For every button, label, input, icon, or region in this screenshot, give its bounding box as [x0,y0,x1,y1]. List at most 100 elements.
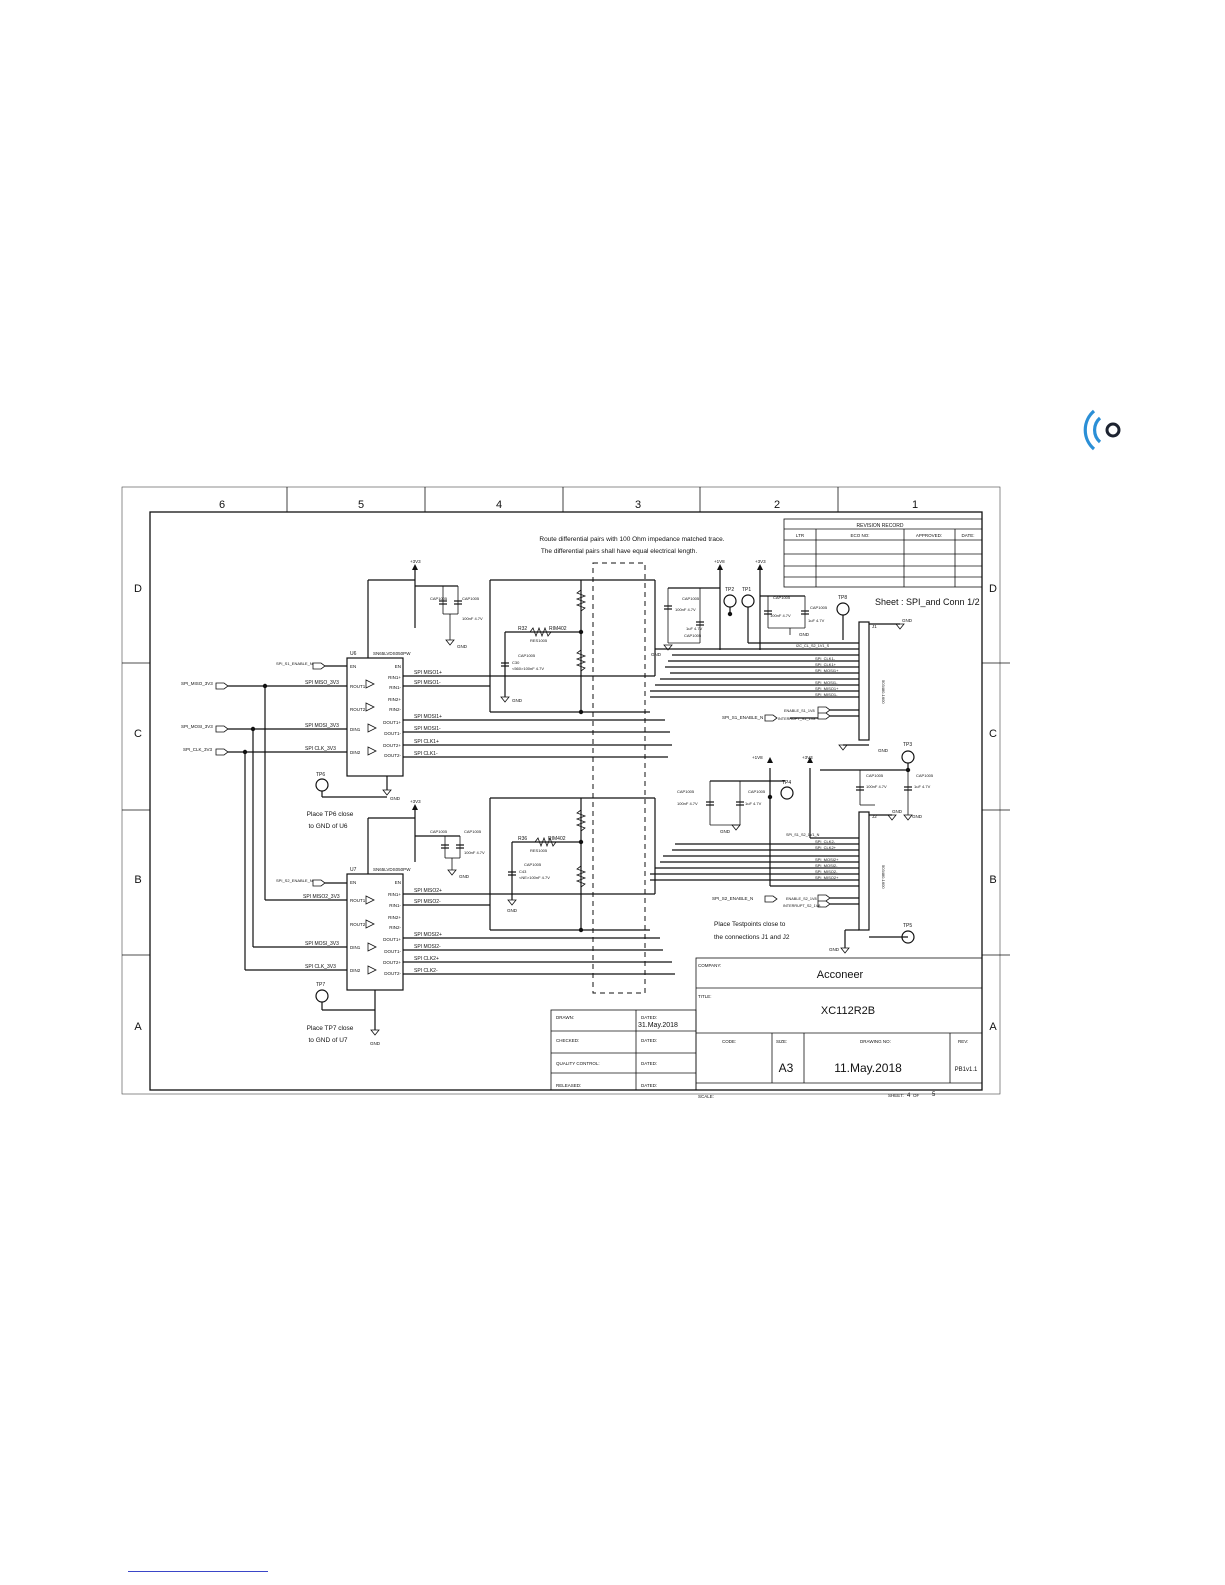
u6-pin: ROUT2 [350,707,366,712]
drawn-date: 31.May.2018 [638,1022,678,1029]
part-label: 100nF 4.7V [677,801,698,806]
part-label: 100nF 4.7V [770,613,791,618]
u7-pin: EN [395,880,401,885]
gnd-label: GND [457,644,468,649]
u6-pin: DOUT1+ [383,720,401,725]
part-label: CAP1005 [916,773,934,778]
label: CHECKED: [556,1038,579,1043]
tp-label: TP7 [316,982,325,988]
tp-label: TP5 [903,923,912,929]
u7-left-nets: SPI_S2_ENABLE_N SPI MISO2_3V3 SPI MOSI_3… [276,878,347,970]
label: CODE: [722,1039,736,1044]
u7-right-nets: SPI MISO2+ SPI MISO2- SPI MOSI2+ SPI MOS… [403,888,675,975]
part-label: RES1005 [530,848,548,853]
tp6: TP6 [315,772,387,798]
net-label: ENABLE_S2_1V8 [786,897,817,901]
tp6-note: to GND of U6 [308,823,347,830]
u6-pin: DOUT2+ [383,743,401,748]
u7-pin: DIN1 [350,945,361,950]
net-label: SPI CLK1- [414,751,438,757]
label: SIZE: [776,1039,787,1044]
net-label: INTERRUPT_S2_1V8 [783,904,820,908]
footer-link-underline[interactable] [128,1571,268,1572]
gnd-label: GND [902,618,913,623]
port-label: SPI_CLK_3V3 [183,747,213,752]
u7-power: +3V3 CAP1005 CAP1005 100nF 4.7V GND GND [367,799,485,1046]
lower-termination: R36 RIM402 RES1005 CAP1005 C43 <NE>100nF… [489,797,656,933]
u6-ref: U6 [350,651,357,657]
routing-region [592,562,646,994]
tp-label: TP8 [838,595,847,601]
right-mid-power: +1V8 +3V3 TP3 CAP1005 CAP1005 100nF 4.7V… [752,742,934,838]
sheet-number: 4 [907,1093,911,1099]
revision: PB1v1.1 [955,1067,978,1073]
sheet-title-note: Sheet : SPI_and Conn 1/2 [875,597,980,607]
net-label: SPI MOSI2+ [414,932,442,938]
port-label: SPI_MOSI_3V3 [181,724,213,729]
net-label: SPI_S1_ENABLE_N [276,661,313,666]
u7-chip: U7 SN65LVDS050PW EN ROUT1 ROUT2 DIN1 DIN… [346,867,411,991]
drawing-number: 11.May.2018 [834,1061,902,1075]
label: TITLE: [698,994,712,999]
net-label: SPI_MISO2+ [815,875,839,880]
net-label: SPI_MISO1+ [815,686,839,691]
part-label: CAP1005 [518,653,536,658]
net-label: INTERRUPT_S1_1V8 [778,717,815,721]
u7-pin: ROUT1 [350,898,366,903]
net-label: SPI_S1_ENABLE_N [722,715,763,720]
drawing-title: XC112R2B [821,1005,875,1017]
gnd-label: GND [892,809,903,814]
acconeer-wave-logo [1083,409,1121,451]
j2-connector: J2 503480-1600 GND GND TP5 SPI_S1_S2_1V1… [650,809,915,954]
label: DATED: [641,1038,657,1043]
tp-label: TP4 [782,780,791,786]
part-label: C30 [512,660,520,665]
routing-note: Route differential pairs with 100 Ohm im… [539,536,724,543]
tp-label: TP3 [903,742,912,748]
u7-pin: DOUT2+ [383,960,401,965]
sheet-size: A3 [779,1061,794,1075]
part-label: CAP1005 [430,596,448,601]
u7-pin: DOUT2- [384,971,401,976]
part-label: 100nF 4.7V [866,784,887,789]
part-label: 1uF 4.7V [745,801,762,806]
net-label: SPI_CLK1- [815,656,836,661]
column-label: 3 [635,499,641,511]
u6-pin: EN [350,664,356,669]
u7-pin: RIN1+ [388,892,401,897]
net-label: SPI MISO1- [414,680,441,686]
row-label: C [989,728,997,740]
part-label: 100nF 4.7V [675,607,696,612]
label: SCALE: [698,1094,714,1099]
revision-header: APPROVED: [916,533,942,538]
tp6-note: Place TP6 close [307,811,354,818]
net-label: SPI CLK2+ [414,956,439,962]
gnd-label: GND [799,632,810,637]
revision-header: ECO NO: [850,533,869,538]
u6-pin: DOUT2- [384,753,401,758]
part-label: RIM402 [548,836,566,842]
label: DATED: [641,1015,657,1020]
part-label: 1uF 4.7V [686,626,703,631]
label: DRAWING NO: [860,1039,891,1044]
column-label: 6 [219,499,225,511]
net-label: SPI MISO2- [414,899,441,905]
u6-right-nets: SPI MISO1+ SPI MISO1- SPI MOSI1+ SPI MOS… [403,670,672,758]
net-label: SPI MOSI1+ [414,714,442,720]
u6-left-nets: SPI_S1_ENABLE_N SPI MISO_3V3 SPI MOSI_3V… [228,661,347,753]
u7-pin: RIN1- [389,903,401,908]
u6-part: SN65LVDS050PW [373,651,411,656]
part-label: RIM402 [549,626,567,632]
net-label: SPI CLK1+ [414,739,439,745]
revision-title: REVISION RECORD [857,523,904,529]
net-label: SPI MISO_3V3 [305,680,339,686]
row-label: D [134,583,142,595]
u6-pin: DIN1 [350,727,361,732]
part-label: CAP1005 [430,829,448,834]
u7-pin: RIN2+ [388,915,401,920]
u7-pin: DOUT1- [384,949,401,954]
label: REV: [958,1039,968,1044]
supply-label: +1V8 [752,755,763,760]
tp-label: TP1 [742,587,751,593]
